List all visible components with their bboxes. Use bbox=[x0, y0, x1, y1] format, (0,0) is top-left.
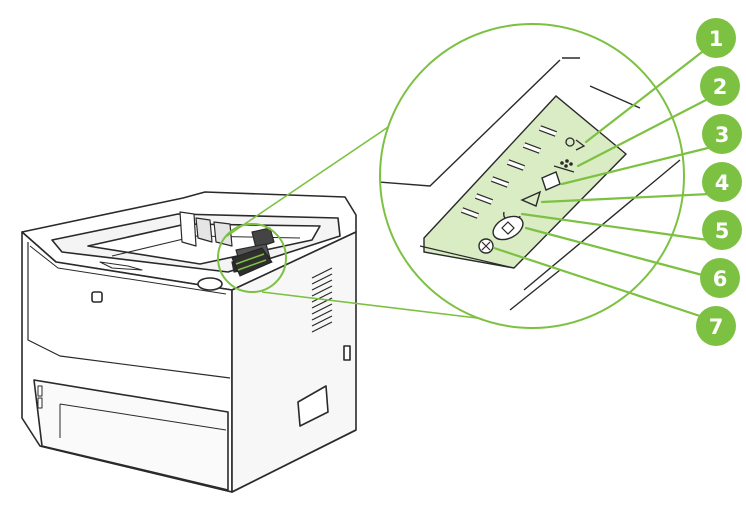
control-panel-plate bbox=[423, 95, 628, 269]
go-icon bbox=[501, 221, 515, 235]
svg-text:1: 1 bbox=[709, 27, 724, 51]
svg-text:2: 2 bbox=[713, 75, 728, 99]
zoom-view bbox=[379, 23, 685, 329]
svg-text:4: 4 bbox=[715, 171, 730, 195]
callout-2: 2 bbox=[700, 66, 740, 106]
callout-1: 1 bbox=[696, 18, 736, 58]
power-button[interactable] bbox=[197, 277, 223, 291]
attention-icon bbox=[520, 190, 542, 207]
callout-leaders bbox=[492, 50, 712, 320]
svg-text:3: 3 bbox=[715, 123, 730, 147]
jam-icon bbox=[565, 137, 586, 151]
printer-control-panel bbox=[231, 247, 273, 277]
go-button[interactable] bbox=[489, 212, 527, 245]
side-vent bbox=[311, 267, 333, 333]
zoom-connector-bottom bbox=[261, 291, 511, 323]
rear-port bbox=[343, 345, 351, 361]
callout-4: 4 bbox=[702, 162, 742, 202]
svg-text:6: 6 bbox=[713, 267, 728, 291]
printer bbox=[21, 191, 357, 493]
callout-6: 6 bbox=[700, 258, 740, 298]
svg-text:5: 5 bbox=[715, 219, 730, 243]
paper-icon bbox=[541, 171, 561, 191]
callout-7: 7 bbox=[696, 306, 736, 346]
zoom-circle-border bbox=[379, 23, 685, 329]
callout-badges: 1 2 3 4 5 6 7 bbox=[696, 18, 742, 346]
hp-logo-mark bbox=[91, 291, 103, 303]
cancel-icon bbox=[481, 241, 491, 251]
control-panel-highlight bbox=[217, 223, 287, 293]
svg-text:7: 7 bbox=[709, 315, 724, 339]
toner-icon bbox=[553, 159, 575, 173]
panel-led-lights bbox=[460, 125, 558, 219]
cancel-button[interactable] bbox=[478, 238, 494, 254]
callout-5: 5 bbox=[702, 210, 742, 250]
callout-3: 3 bbox=[702, 114, 742, 154]
side-handle bbox=[297, 385, 329, 427]
